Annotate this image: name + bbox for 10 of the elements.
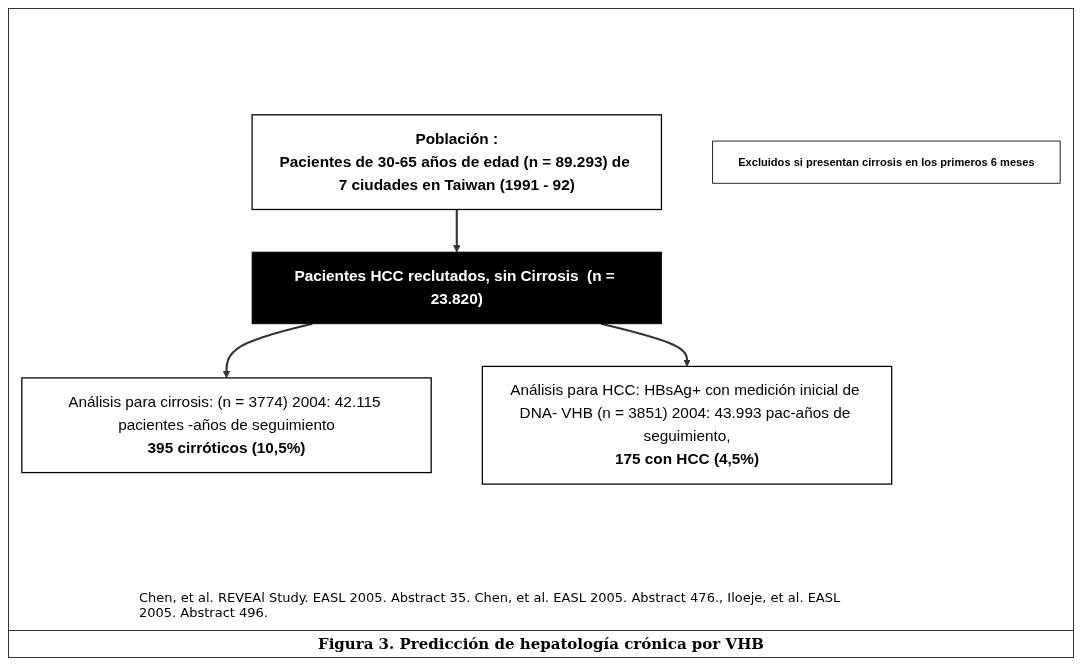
node-box: Excluidos si presentan cirrosis en los primeros 6 meses <box>712 140 1061 184</box>
figure-caption: Figura 3. Predicción de hepatología crónica por VHB <box>9 630 1073 657</box>
arrow <box>222 322 313 379</box>
node-box: Población : Pacientes de 30-65 años de edad (n = 89.293) de 7 ciudades en Taiwan (1991 - 92) <box>251 114 663 211</box>
node-box: Análisis para cirrosis: (n = 3774) 2004: 42.115 pacientes -años de seguimiento 395 cirróticos (10,5%) <box>21 377 432 474</box>
arrow <box>453 209 461 253</box>
node-box: Análisis para HCC: HBsAg+ con medición inicial de DNA- VHB (n = 3851) 2004: 43.993 pac-años de seguimiento, 175 con HCC (4,5%) <box>481 365 893 485</box>
arrow <box>600 322 691 367</box>
node-box: Pacientes HCC reclutados, sin Cirrosis (n = 23.820) <box>251 251 662 325</box>
reference-note: Chen, et al. REVEAl Study. EASL 2005. Abstract 35. Chen, et al. EASL 2005. Abstract 476., Iloeje, et al. EASL 2005. Abstract 496. <box>139 590 842 620</box>
